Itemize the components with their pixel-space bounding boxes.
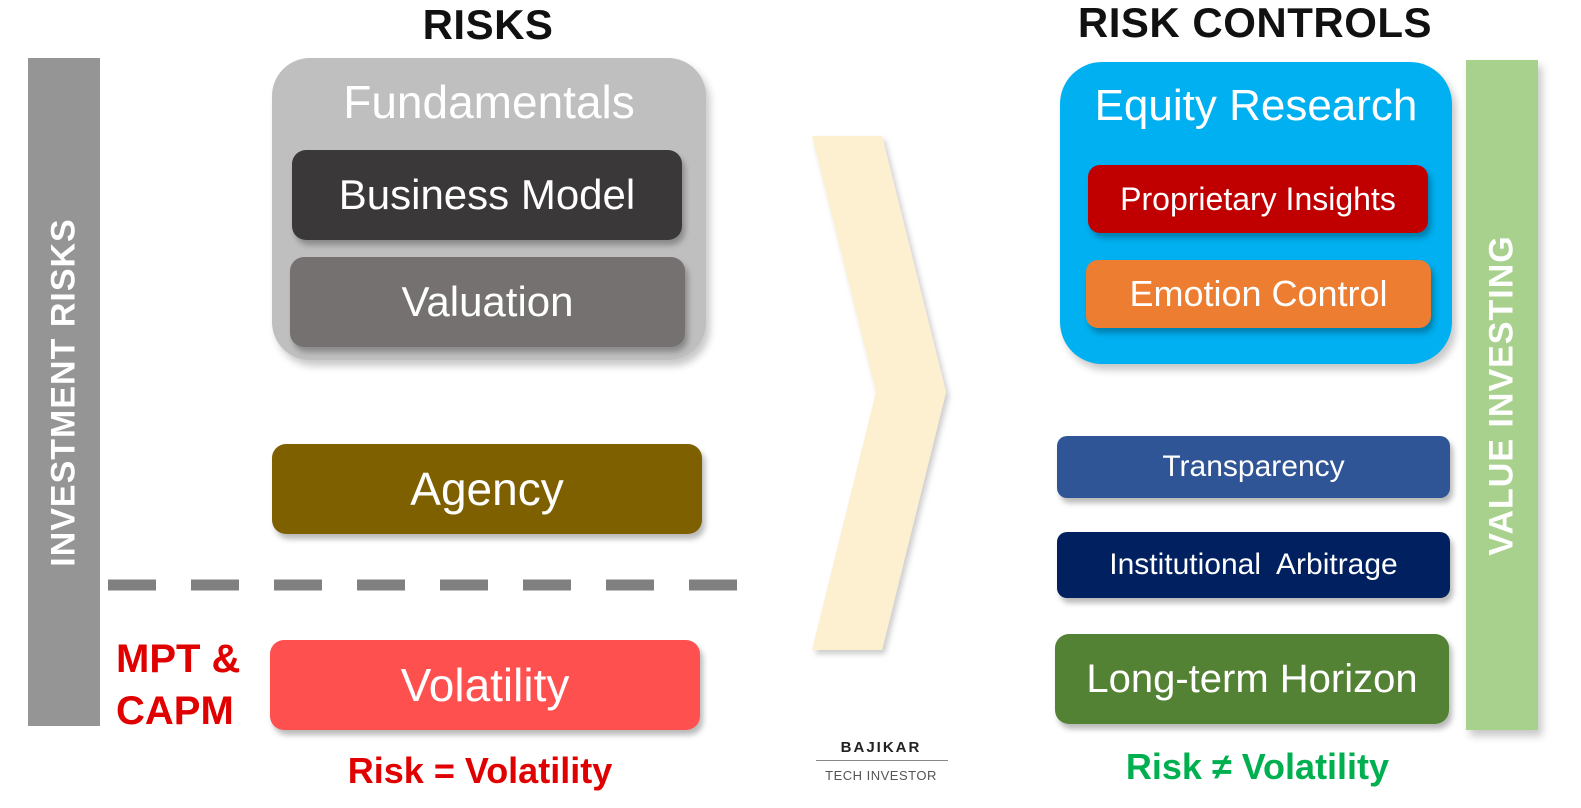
brand-tagline: TECH INVESTOR xyxy=(825,767,937,783)
transparency-box: Transparency xyxy=(1057,436,1450,498)
dashed-divider xyxy=(108,579,740,591)
mpt-capm-label: MPT & CAPM xyxy=(116,637,241,733)
emotion-control-box: Emotion Control xyxy=(1086,260,1431,328)
agency-box: Agency xyxy=(272,444,702,534)
fundamentals-title: Fundamentals xyxy=(343,76,635,128)
brand-divider xyxy=(816,760,948,761)
risk-not-equal-volatility: Risk ≠ Volatility xyxy=(1125,746,1390,787)
chevron-arrow-icon xyxy=(812,136,946,650)
equity-research-title: Equity Research xyxy=(1094,81,1418,130)
investment-risks-label: INVESTMENT RISKS xyxy=(44,217,83,567)
institutional-arbitrage-box: Institutional Arbitrage xyxy=(1057,532,1450,598)
brand-name: BAJIKAR xyxy=(840,738,922,756)
risk-equals-volatility: Risk = Volatility xyxy=(347,750,613,791)
valuation-box: Valuation xyxy=(290,257,685,347)
business-model-box: Business Model xyxy=(292,150,682,240)
risk-controls-heading: RISK CONTROLS xyxy=(1077,0,1433,46)
volatility-box: Volatility xyxy=(270,640,700,730)
investment-risks-bar: INVESTMENT RISKS xyxy=(28,58,100,726)
value-investing-label: VALUE INVESTING xyxy=(1482,234,1521,556)
risks-heading: RISKS xyxy=(422,1,554,48)
proprietary-insights-box: Proprietary Insights xyxy=(1088,165,1428,233)
long-term-horizon-box: Long-term Horizon xyxy=(1055,634,1449,724)
value-investing-bar: VALUE INVESTING xyxy=(1466,60,1538,730)
